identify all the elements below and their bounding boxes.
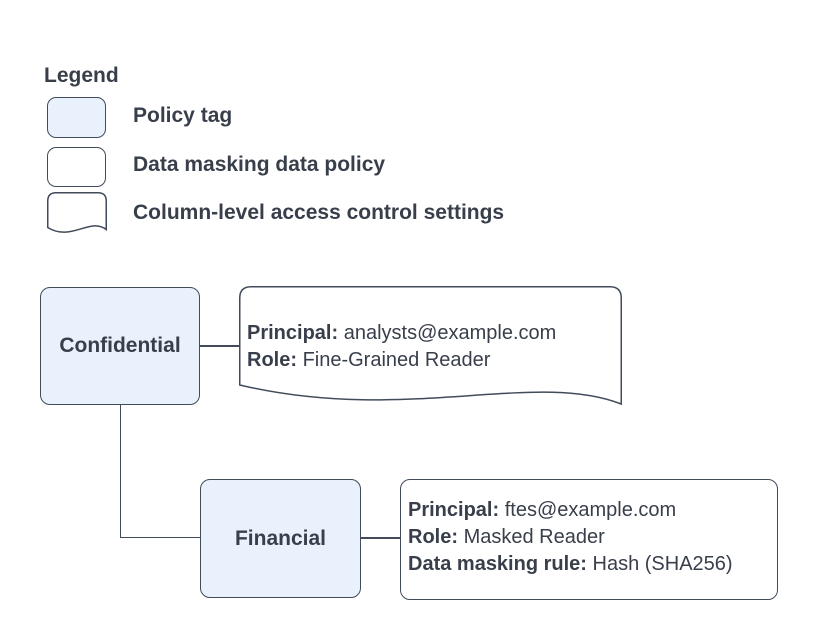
access-settings-text: Principal: analysts@example.com Role: Fi…: [247, 320, 556, 374]
access-settings-node-confidential: Principal: analysts@example.com Role: Fi…: [239, 286, 622, 414]
document-shape-swatch: [47, 192, 107, 239]
legend-title: Legend: [44, 64, 119, 87]
policy-tag-node-confidential: Confidential: [40, 287, 200, 405]
masking-rule-value: Hash (SHA256): [592, 553, 733, 575]
document-shape: [239, 286, 622, 406]
role-line: Role: Masked Reader: [408, 524, 771, 551]
principal-line: Principal: ftes@example.com: [408, 497, 771, 524]
masking-rule-key: Data masking rule:: [408, 553, 587, 575]
legend-item-label: Column-level access control settings: [133, 201, 505, 224]
principal-value: ftes@example.com: [504, 499, 677, 521]
policy-tag-swatch: [47, 97, 106, 138]
principal-key: Principal:: [408, 499, 500, 521]
role-value: Fine-Grained Reader: [302, 349, 491, 371]
role-value: Masked Reader: [463, 526, 605, 548]
principal-value: analysts@example.com: [343, 322, 557, 344]
policy-tag-label: Financial: [234, 526, 327, 550]
data-policy-swatch: [47, 147, 106, 187]
role-line: Role: Fine-Grained Reader: [247, 347, 556, 374]
role-key: Role:: [408, 526, 458, 548]
connector-confidential-financial: [120, 405, 201, 538]
legend-item-label: Policy tag: [133, 104, 233, 127]
connector-confidential-settings: [200, 345, 239, 347]
connector-financial-policy: [361, 537, 400, 539]
role-key: Role:: [247, 349, 297, 371]
masking-rule-line: Data masking rule: Hash (SHA256): [408, 551, 771, 578]
document-shape-icon: [47, 192, 107, 233]
principal-key: Principal:: [247, 322, 339, 344]
policy-tag-node-financial: Financial: [200, 479, 361, 598]
data-masking-policy-node-financial: Principal: ftes@example.com Role: Masked…: [400, 479, 778, 600]
legend-item-label: Data masking data policy: [133, 153, 386, 176]
principal-line: Principal: analysts@example.com: [247, 320, 556, 347]
policy-tag-label: Confidential: [59, 334, 181, 357]
